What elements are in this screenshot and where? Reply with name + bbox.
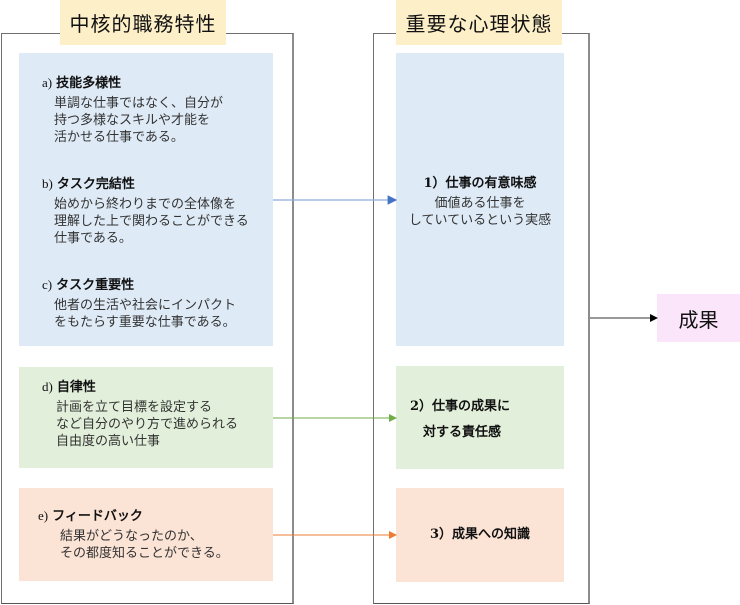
state-name: 3）成果への知識 [429,527,531,542]
item-skill-variety: a)技能多様性 単調な仕事ではなく、自分が 持つ多様なスキルや才能を 活かせる仕… [42,74,223,146]
item-name: タスク重要性 [56,278,135,293]
psychological-states-title: 重要な心理状態 [396,0,562,45]
item-name: フィードバック [52,509,143,524]
item-label: e) [38,508,49,523]
state-name: 2）仕事の成果に 対する責任感 [410,399,511,440]
item-task-identity: b)タスク完結性 始めから終わりまでの全体像を 理解した上で関わることができる … [42,175,249,247]
item-description: 計画を立て目標を設定する など自分のやり方で進められる 自由度の高い仕事 [56,400,239,449]
outcome-label: 成果 [678,307,719,332]
core-job-characteristics-title: 中核的職務特性 [60,0,226,45]
item-description: 単調な仕事ではなく、自分が 持つ多様なスキルや才能を 活かせる仕事である。 [54,96,224,145]
item-autonomy: d)自律性 計画を立て目標を設定する など自分のやり方で進められる 自由度の高い… [42,378,238,450]
item-description: 結果がどうなったのか、 その都度知ることができる。 [60,529,229,561]
item-label: d) [42,379,53,394]
state-responsibility-box: 2）仕事の成果に 対する責任感 [396,366,564,469]
item-task-significance: c)タスク重要性 他者の生活や社会にインパクト をもたらす重要な仕事である。 [42,276,236,331]
right-title-text: 重要な心理状態 [405,12,553,36]
feedback-group [19,488,273,581]
outcome-box: 成果 [657,294,740,342]
state-meaningfulness-box: 1）仕事の有意味感 価値ある仕事を していているという実感 [396,53,564,346]
item-name: タスク完結性 [56,177,135,192]
item-name: 技能多様性 [56,76,122,91]
state-description: 価値ある仕事を していているという実感 [408,196,552,228]
state-knowledge-box: 3）成果への知識 [396,488,564,582]
autonomy-group [19,367,273,468]
item-feedback: e)フィードバック 結果がどうなったのか、 その都度知ることができる。 [38,507,229,562]
state-name: 1）仕事の有意味感 [423,176,537,191]
item-name: 自律性 [56,380,96,395]
item-label: a) [42,75,53,90]
item-label: b) [42,176,53,191]
item-description: 他者の生活や社会にインパクト をもたらす重要な仕事である。 [54,298,237,330]
item-description: 始めから終わりまでの全体像を 理解した上で関わることができる 仕事である。 [54,197,249,246]
task-characteristics-group [19,53,273,346]
left-title-text: 中核的職務特性 [69,12,217,36]
item-label: c) [42,277,53,292]
